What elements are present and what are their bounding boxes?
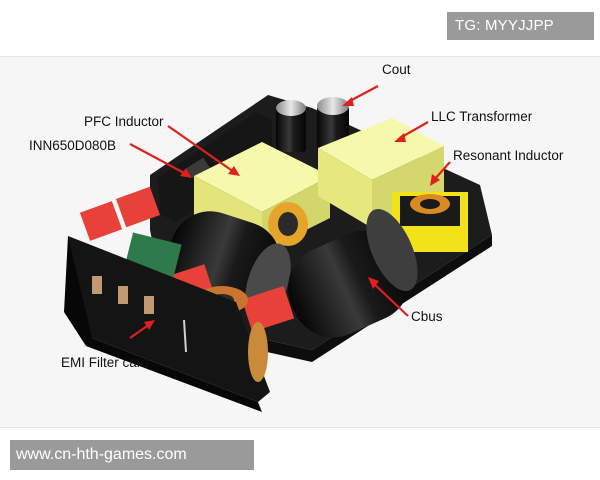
label-pfc-inductor: PFC Inductor (84, 114, 164, 129)
emi-filter-card (64, 236, 270, 412)
label-resonant-inductor: Resonant Inductor (453, 148, 564, 163)
label-emi-filter-card: EMI Filter card (61, 355, 149, 370)
llc-transformer-block (318, 118, 444, 228)
site-watermark: www.cn-hth-games.com (10, 440, 254, 470)
resonant-inductor-block (392, 192, 468, 252)
label-cbus: Cbus (411, 309, 443, 324)
cout-capacitors (276, 97, 349, 154)
annotation-arrows (129, 85, 451, 339)
telegram-watermark: TG: MYYJJPP (447, 12, 594, 40)
label-llc-transformer: LLC Transformer (431, 109, 533, 124)
inn-chip (186, 157, 210, 179)
label-inn-chip: INN650D080B (29, 138, 117, 153)
label-cout: Cout (382, 62, 411, 77)
red-connectors (79, 186, 295, 332)
